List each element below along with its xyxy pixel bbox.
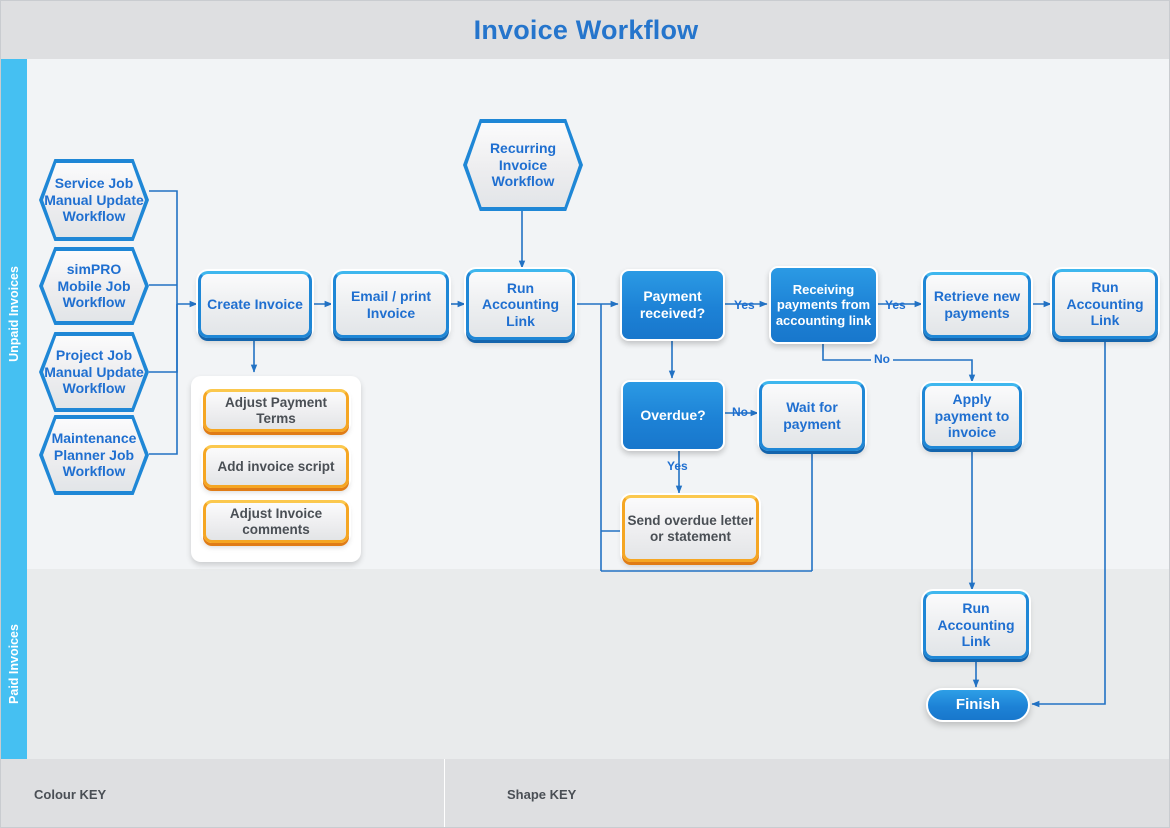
shape-key-label: Shape KEY <box>507 787 576 802</box>
node-create-invoice[interactable]: Create Invoice <box>198 271 312 338</box>
node-overdue[interactable]: Overdue? <box>621 380 725 451</box>
node-simpro-mobile-job-workflow[interactable]: simPRO Mobile Job Workflow <box>39 247 149 325</box>
page-header: Invoice Workflow <box>1 1 1170 59</box>
node-service-job-manual-update-workflow[interactable]: Service Job Manual Update Workflow <box>39 159 149 241</box>
swimlane-label-paid-invoices: Paid Invoices <box>1 569 27 759</box>
node-add-invoice-script[interactable]: Add invoice script <box>203 445 349 488</box>
edge-label-yes-overdue: Yes <box>667 459 688 473</box>
node-retrieve-new-payments[interactable]: Retrieve new payments <box>923 272 1031 338</box>
swimlane-label-unpaid-text: Unpaid Invoices <box>7 266 21 362</box>
node-run-accounting-link-1[interactable]: Run Accounting Link <box>466 269 575 340</box>
node-maintenance-planner-job-workflow[interactable]: Maintenance Planner Job Workflow <box>39 415 149 495</box>
node-finish[interactable]: Finish <box>926 688 1030 722</box>
swimlane-label-unpaid-invoices: Unpaid Invoices <box>1 59 27 569</box>
colour-key-label: Colour KEY <box>34 787 106 802</box>
node-run-accounting-link-2[interactable]: Run Accounting Link <box>1052 269 1158 339</box>
legend-footer: Colour KEY Note Optional Shape KEY Termi… <box>1 759 1170 828</box>
node-service-job-label: Service Job Manual Update Workflow <box>43 163 145 237</box>
node-receiving-payments-from-accounting-link[interactable]: Receiving payments from accounting link <box>769 266 878 344</box>
legend-divider <box>444 759 445 828</box>
node-run-accounting-link-3[interactable]: Run Accounting Link <box>923 591 1029 659</box>
node-send-overdue-letter-or-statement[interactable]: Send overdue letter or statement <box>622 495 759 562</box>
page-title: Invoice Workflow <box>474 15 699 46</box>
node-email-print-invoice[interactable]: Email / print Invoice <box>333 271 449 338</box>
node-adjust-payment-terms[interactable]: Adjust Payment Terms <box>203 389 349 432</box>
edge-label-yes-receiving-payments: Yes <box>885 298 906 312</box>
node-apply-payment-to-invoice[interactable]: Apply payment to invoice <box>922 383 1022 449</box>
node-adjust-invoice-comments[interactable]: Adjust Invoice comments <box>203 500 349 543</box>
node-recurring-invoice-workflow[interactable]: Recurring Invoice Workflow <box>463 119 583 211</box>
node-simpro-mobile-label: simPRO Mobile Job Workflow <box>43 251 145 321</box>
node-wait-for-payment[interactable]: Wait for payment <box>759 381 865 451</box>
edge-label-yes-payment-received: Yes <box>734 298 755 312</box>
node-payment-received[interactable]: Payment received? <box>620 269 725 341</box>
node-project-job-manual-update-workflow[interactable]: Project Job Manual Update Workflow <box>39 332 149 412</box>
node-maintenance-job-label: Maintenance Planner Job Workflow <box>43 419 145 491</box>
node-project-job-label: Project Job Manual Update Workflow <box>43 336 145 408</box>
edge-label-no-overdue: No <box>732 405 748 419</box>
node-recurring-label: Recurring Invoice Workflow <box>467 123 579 207</box>
swimlane-label-paid-text: Paid Invoices <box>7 624 21 704</box>
edge-label-no-receiving-payments: No <box>871 352 893 366</box>
